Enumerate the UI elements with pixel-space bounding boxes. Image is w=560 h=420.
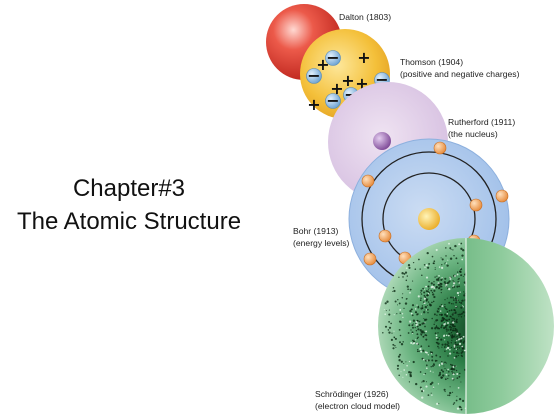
label-schrodinger: Schrödinger (1926) (315, 389, 389, 399)
slide-title: Chapter#3 The Atomic Structure (0, 172, 258, 238)
label-bohr-note: (energy levels) (293, 238, 349, 248)
plus-sign: + (316, 55, 329, 74)
label-thomson: Thomson (1904) (400, 57, 463, 67)
label-rutherford: Rutherford (1911) (448, 117, 515, 127)
label-schrodinger-note: (electron cloud model) (315, 401, 400, 411)
label-rutherford-note: (the nucleus) (448, 129, 498, 139)
plus-sign: + (330, 79, 343, 98)
minus-sign: − (326, 48, 339, 67)
label-dalton: Dalton (1803) (339, 12, 391, 22)
model-labels: Dalton (1803) Thomson (1904) (positive a… (293, 12, 520, 411)
schrodinger-model (378, 238, 554, 414)
electron-cloud-dots (382, 242, 466, 411)
bohr-electrons (361, 141, 509, 266)
plus-sign: + (341, 71, 354, 90)
thomson-electron: − (325, 91, 341, 110)
bohr-electron (433, 141, 447, 155)
rutherford-nucleus (373, 132, 391, 150)
label-bohr: Bohr (1913) (293, 226, 339, 236)
bohr-electron (361, 174, 375, 188)
thomson-electron: − (325, 48, 341, 67)
bohr-nucleus (418, 208, 440, 230)
thomson-electron: − (306, 66, 322, 85)
minus-sign: − (326, 91, 339, 110)
bohr-electron (378, 229, 392, 243)
plus-sign: + (307, 95, 320, 114)
title-line-chapter: Chapter#3 (72, 175, 186, 202)
minus-sign: − (307, 66, 320, 85)
title-line-topic: The Atomic Structure (16, 208, 242, 235)
bohr-electron (495, 189, 509, 203)
bohr-electron (469, 198, 483, 212)
label-thomson-note: (positive and negative charges) (400, 69, 520, 79)
bohr-electron (363, 252, 377, 266)
plus-sign: + (357, 48, 370, 67)
schrodinger-solid-half (466, 238, 554, 414)
